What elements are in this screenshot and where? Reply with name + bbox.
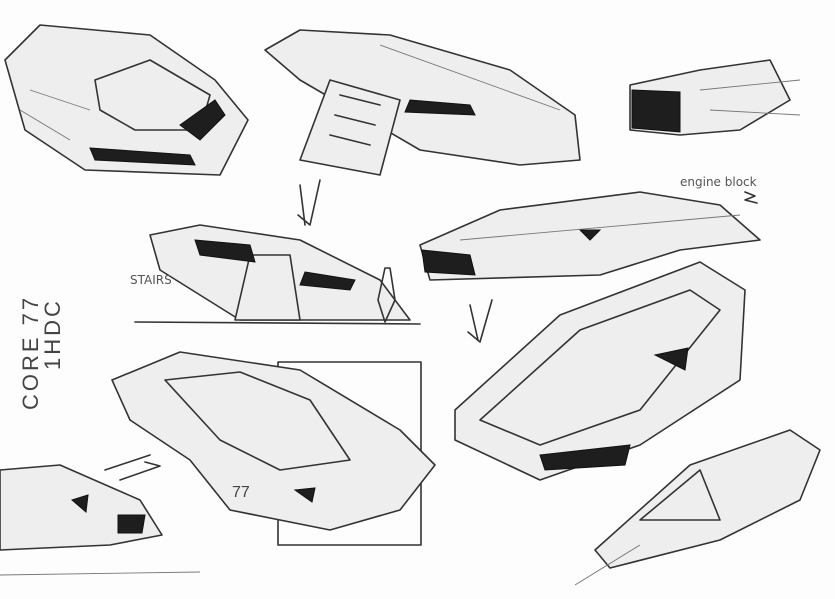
vehicle-sketch-top-left bbox=[4, 24, 249, 176]
stairs-annotation: STAIRS bbox=[130, 273, 172, 287]
vehicle-number-label: 77 bbox=[232, 484, 250, 501]
vehicle-sketch-top-center bbox=[264, 29, 581, 176]
arrow-icon bbox=[297, 179, 321, 226]
vehicle-sketch-top-right bbox=[629, 59, 801, 136]
arrow-icon bbox=[104, 454, 161, 481]
vehicle-sketch-right-front bbox=[454, 261, 746, 481]
subtitle-text: 1HDC bbox=[40, 298, 65, 370]
vehicle-sketch-bottom-left bbox=[0, 464, 201, 576]
vehicle-sketch-engine-block bbox=[419, 191, 761, 281]
vehicle-sketch-center-large: 77 bbox=[111, 351, 436, 546]
arrow-icon bbox=[467, 299, 493, 343]
vehicle-sketch-bottom-right bbox=[574, 429, 821, 586]
vehicle-sketch-side-stairs bbox=[134, 224, 421, 325]
engine-block-annotation: engine block bbox=[680, 175, 757, 189]
title-text: CORE 77 bbox=[18, 295, 43, 410]
